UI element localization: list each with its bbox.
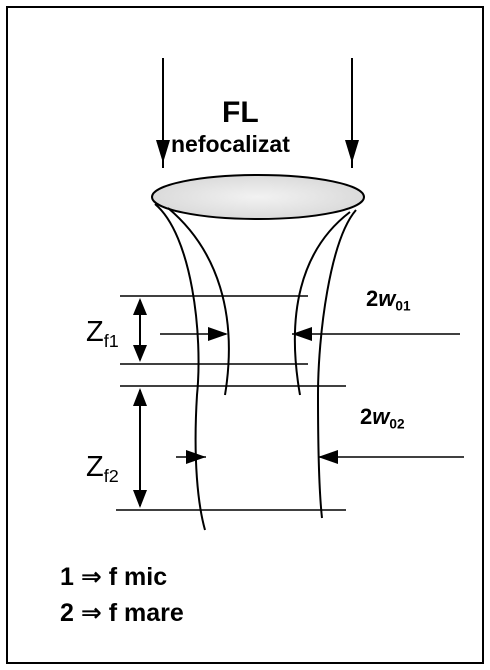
waist2-label: 2w02 bbox=[360, 404, 405, 431]
zf2-arrow-down bbox=[133, 490, 147, 508]
beam-arrow-left bbox=[156, 140, 170, 163]
waist2-coef: 2 bbox=[360, 404, 373, 429]
zf1-symbol: Z bbox=[86, 316, 104, 348]
outer-frame bbox=[6, 6, 484, 664]
waist1-label: 2w01 bbox=[366, 286, 411, 313]
zf2-symbol: Z bbox=[86, 451, 104, 483]
zf1-arrow-up bbox=[133, 298, 147, 315]
beam-label-text: FL bbox=[222, 96, 259, 129]
lens bbox=[151, 174, 365, 220]
zf2-label: Zf2 bbox=[86, 451, 119, 487]
zf1-arrow-down bbox=[133, 345, 147, 362]
legend-text: f mic bbox=[108, 563, 168, 591]
implies-icon: ⇒ bbox=[80, 599, 102, 627]
waist1-coef: 2 bbox=[366, 286, 379, 311]
legend-key: 1 bbox=[60, 563, 74, 591]
waist2-arrow-left bbox=[186, 450, 206, 464]
beam-state-label: nefocalizat bbox=[171, 131, 290, 158]
waist2-subscript: 02 bbox=[389, 416, 405, 432]
implies-icon: ⇒ bbox=[80, 563, 102, 591]
beam-state-text: nefocalizat bbox=[171, 131, 290, 157]
waist1-symbol: w bbox=[378, 286, 396, 311]
zf1-label: Zf1 bbox=[86, 316, 119, 352]
beam-profile-inner-left bbox=[167, 207, 230, 396]
beam-profile-outer-left bbox=[154, 203, 206, 531]
zf1-subscript: f1 bbox=[103, 330, 119, 351]
legend-key: 2 bbox=[60, 599, 74, 627]
beam-label: FL bbox=[222, 96, 259, 130]
legend-item-1: 1 ⇒ f mic bbox=[60, 562, 167, 592]
waist2-symbol: w bbox=[372, 404, 390, 429]
beam-profile-inner-right bbox=[293, 211, 351, 396]
zf2-arrow-up bbox=[133, 388, 147, 406]
legend-item-2: 2 ⇒ f mare bbox=[60, 598, 184, 628]
beam-arrow-right bbox=[345, 140, 359, 163]
waist1-arrow-left bbox=[208, 327, 228, 341]
zf2-subscript: f2 bbox=[103, 465, 119, 486]
waist2-arrow-right bbox=[318, 450, 338, 464]
beam-profile-outer-right bbox=[316, 209, 357, 519]
waist1-arrow-right bbox=[292, 327, 312, 341]
waist1-subscript: 01 bbox=[395, 298, 411, 314]
legend-text: f mare bbox=[108, 599, 184, 627]
